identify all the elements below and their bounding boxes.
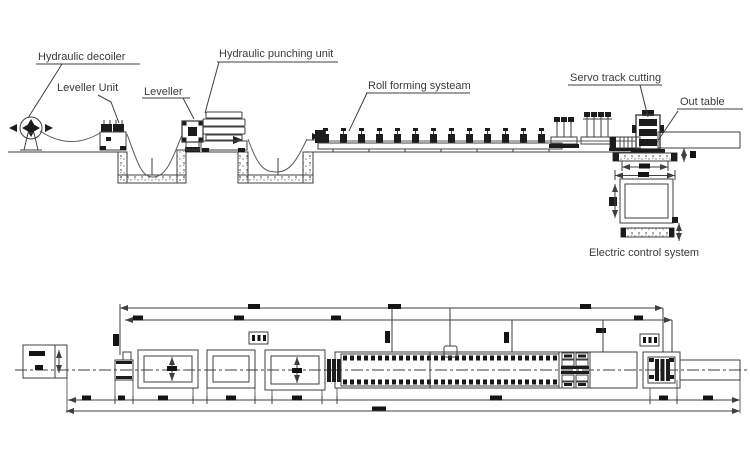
elevation-view	[8, 110, 741, 241]
roll-former-legs	[332, 149, 550, 152]
mid-stand-2	[580, 112, 615, 145]
pit1-plan	[137, 349, 199, 389]
decoiler-plan	[22, 344, 68, 379]
cutter-plan	[642, 351, 681, 389]
out-table-plan	[679, 359, 741, 381]
cutter-base-dimensions	[614, 161, 676, 180]
leader-servo-cutting	[639, 84, 649, 118]
strip-direction-arrows	[233, 133, 320, 144]
leveller-elevation	[181, 120, 204, 152]
symbol-box-1	[248, 331, 269, 345]
dimension-values	[82, 395, 713, 412]
decoiler-hub	[9, 119, 53, 137]
label-hydraulic-decoiler: Hydraulic decoiler	[38, 51, 126, 63]
mid-stand-1	[549, 117, 579, 148]
leader-roll-forming	[348, 92, 368, 132]
punching-unit-elevation	[200, 111, 248, 152]
paired-rollers-plan	[561, 352, 589, 389]
roll-forming-elevation	[315, 127, 563, 152]
leader-punching-unit	[204, 61, 220, 114]
leveller-unit-plan	[113, 334, 134, 381]
leader-leveller	[182, 97, 195, 120]
loop-pit-1	[117, 149, 187, 184]
label-electric-control-system: Electric control system	[589, 247, 699, 259]
punching-unit-plan	[206, 349, 256, 389]
symbol-box-2	[639, 333, 660, 347]
label-roll-forming-system: Roll forming systeam	[368, 80, 471, 92]
decoiler-arrow-right	[45, 124, 53, 132]
labels: Hydraulic decoiler Leveller Unit Levelle…	[27, 48, 743, 259]
pit2-plan	[264, 349, 326, 391]
decoiler-elevation	[9, 116, 53, 151]
plan-view	[15, 304, 748, 414]
label-hydraulic-punching-unit: Hydraulic punching unit	[219, 48, 333, 60]
extension-lines	[66, 378, 741, 413]
leader-hydraulic-decoiler	[27, 63, 63, 119]
loop-pit-2	[237, 151, 314, 184]
label-out-table: Out table	[680, 96, 725, 108]
leader-out-table	[656, 110, 679, 143]
decoiler-arrow-left	[9, 124, 17, 132]
steel-strip	[39, 130, 636, 178]
label-leveller-unit: Leveller Unit	[57, 82, 118, 94]
electric-control-box	[609, 178, 682, 241]
plan-bottom-dimensions	[66, 378, 741, 414]
plan-top-dimensions	[119, 304, 673, 355]
servo-cutting-elevation	[612, 110, 678, 162]
leader-leveller-unit	[97, 94, 120, 124]
roll-former-plan	[327, 345, 638, 389]
label-servo-track-cutting: Servo track cutting	[570, 72, 661, 84]
label-leveller: Leveller	[144, 86, 183, 98]
dimension-ticks	[114, 396, 678, 404]
leveller-unit-elevation	[99, 120, 127, 151]
